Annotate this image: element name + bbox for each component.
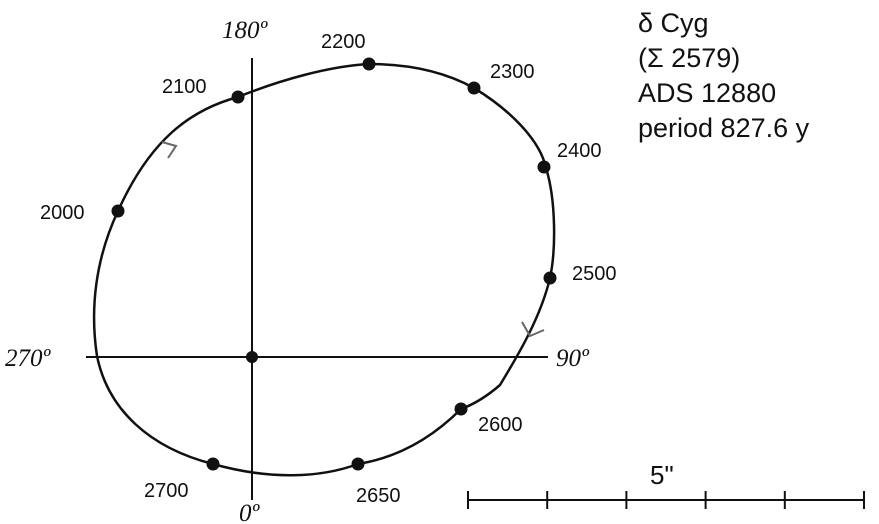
star-info: δ Cyg (Σ 2579) ADS 12880 period 827.6 y — [638, 6, 809, 146]
epoch-dot-2600 — [454, 402, 468, 416]
star-designation: (Σ 2579) — [638, 43, 741, 73]
scale-bar-ticks — [467, 491, 865, 509]
angle-label-90: 90º — [556, 345, 590, 372]
epoch-dot-2500 — [543, 271, 557, 285]
epoch-label-2000: 2000 — [40, 202, 85, 224]
angle-label-0: 0º — [239, 500, 261, 524]
epoch-dot-2000 — [111, 204, 125, 218]
epoch-label-2600: 2600 — [478, 414, 523, 436]
epoch-label-2300: 2300 — [490, 61, 535, 83]
epoch-dot-2100 — [231, 90, 245, 104]
direction-arrow-upper-left — [161, 141, 178, 159]
epoch-dot-2300 — [467, 81, 481, 95]
star-name: δ Cyg — [638, 8, 709, 38]
epoch-dot-2200 — [362, 57, 376, 71]
epoch-label-2650: 2650 — [356, 485, 401, 507]
epoch-dot-2650 — [351, 457, 365, 471]
epoch-label-2100: 2100 — [162, 76, 207, 98]
star-ads-number: ADS 12880 — [638, 78, 777, 108]
epoch-dot-2400 — [537, 160, 551, 174]
scale-bar-label: 5" — [650, 460, 674, 490]
orbit-ellipse — [92, 62, 556, 477]
epoch-label-2700: 2700 — [144, 480, 189, 502]
epoch-label-2500: 2500 — [572, 263, 617, 285]
epoch-label-2200: 2200 — [321, 31, 366, 53]
angle-label-180: 180º — [222, 17, 269, 44]
primary-star-dot — [246, 351, 258, 363]
epoch-dot-2700 — [206, 457, 220, 471]
angle-label-270: 270º — [5, 345, 52, 372]
direction-arrow-right — [521, 321, 545, 338]
scale-bar: 5" — [467, 460, 865, 509]
epoch-label-2400: 2400 — [557, 140, 602, 162]
orbital-period: period 827.6 y — [638, 113, 810, 143]
